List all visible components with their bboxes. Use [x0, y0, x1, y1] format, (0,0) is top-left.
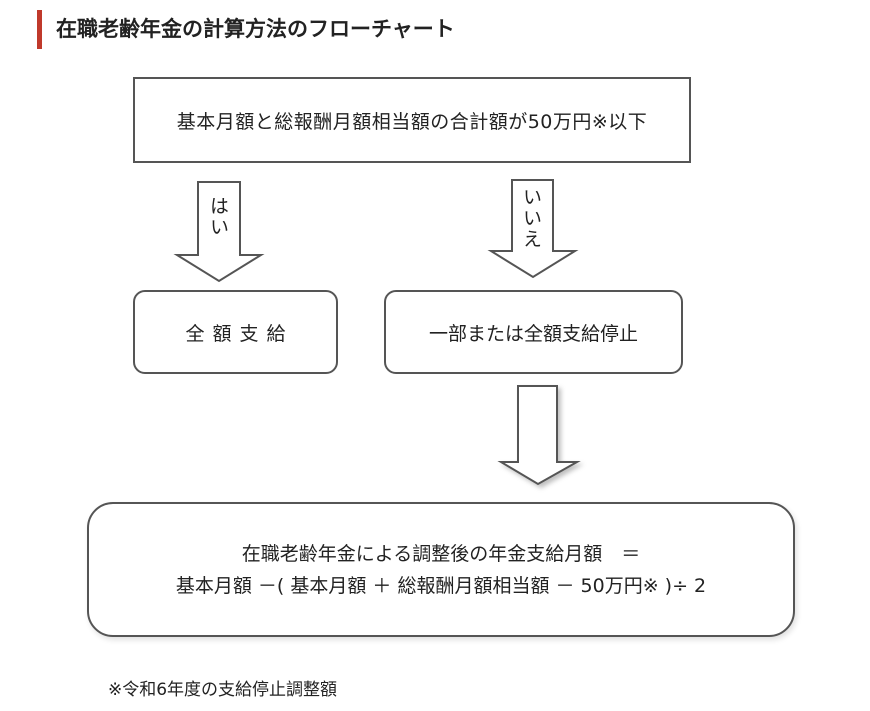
condition-text: 基本月額と総報酬月額相当額の合計額が50万円※以下 — [176, 110, 648, 133]
page-title: 在職老齢年金の計算方法のフローチャート — [56, 17, 455, 41]
partial-suspension-box: 一部または全額支給停止 — [384, 290, 683, 374]
formula-line-1: 在職老齢年金による調整後の年金支給月額 ＝ — [241, 542, 641, 565]
yes-label: はい — [207, 196, 229, 238]
footnote: ※令和6年度の支給停止調整額 — [108, 680, 338, 700]
formula-box: 在職老齢年金による調整後の年金支給月額 ＝ 基本月額 －( 基本月額 ＋ 総報酬… — [87, 502, 795, 637]
no-label: いいえ — [520, 187, 542, 250]
partial-suspension-text: 一部または全額支給停止 — [428, 322, 638, 345]
full-payment-box: 全額支給 — [133, 290, 338, 374]
result-arrow — [497, 385, 581, 486]
formula-line-2: 基本月額 －( 基本月額 ＋ 総報酬月額相当額 － 50万円※ )÷ 2 — [175, 574, 707, 597]
condition-box: 基本月額と総報酬月額相当額の合計額が50万円※以下 — [133, 77, 691, 163]
heading-accent-bar — [37, 10, 42, 49]
full-payment-text: 全額支給 — [185, 322, 294, 345]
